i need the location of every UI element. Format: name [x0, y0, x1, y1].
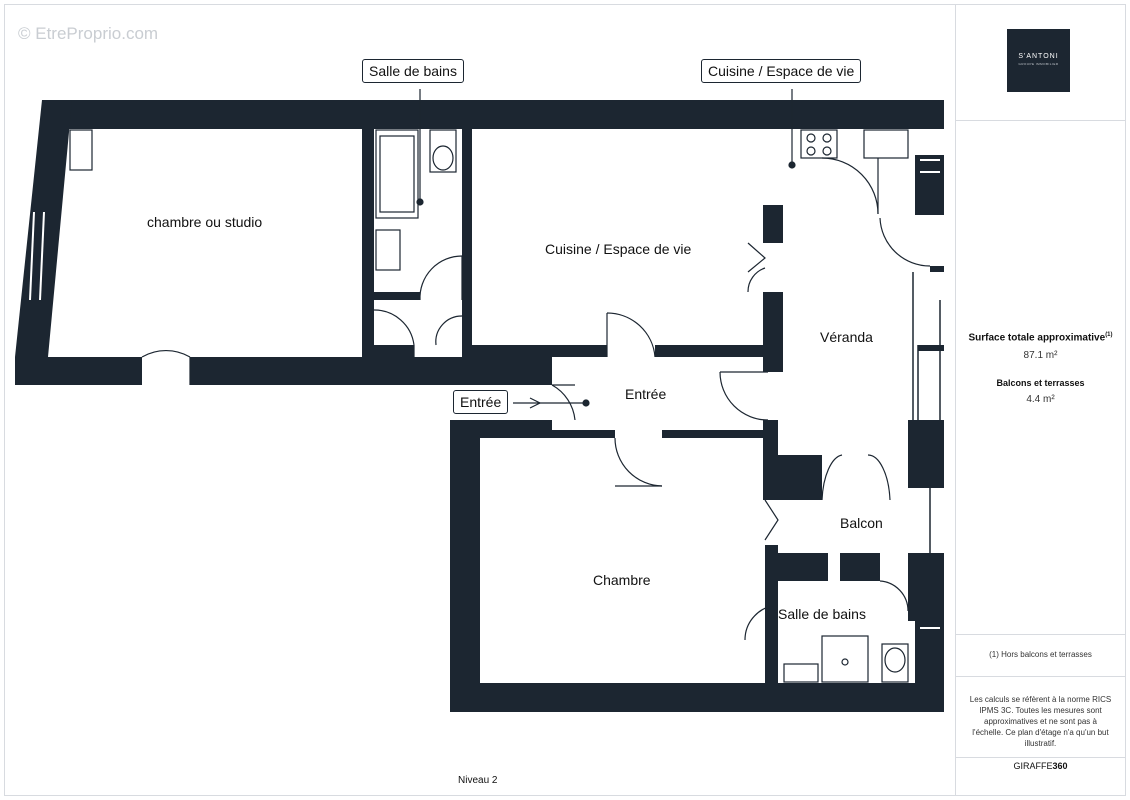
wall-kitchen-right-a — [763, 205, 783, 243]
wall-studio-bath — [362, 129, 374, 357]
surface-note-mark: (1) — [1105, 332, 1113, 338]
veranda-glazing — [912, 272, 941, 553]
room-label-studio: chambre ou studio — [147, 214, 263, 230]
footnote: (1) Hors balcons et terrasses — [989, 650, 1092, 659]
sidebar-separator-disclaimer — [955, 757, 1126, 758]
wall-chambre-top — [480, 430, 615, 438]
wall-bottom-left — [15, 357, 142, 385]
toilet-2 — [881, 643, 909, 683]
callout-salle-de-bains: Salle de bains — [362, 59, 464, 83]
callout-cuisine: Cuisine / Espace de vie — [701, 59, 862, 83]
sidebar-separator-footnote — [955, 676, 1126, 677]
wall-sdb-top-b — [840, 553, 880, 581]
wall-balcon-left — [778, 455, 822, 500]
wall-kitchen-right-b — [763, 292, 783, 372]
wall-entree-bottom — [662, 430, 777, 438]
wall-sdb-right — [915, 581, 944, 683]
logo-tagline: GROUPE IMMOBILIER — [1018, 62, 1059, 66]
room-label-veranda: Véranda — [820, 329, 873, 345]
wall-sdb-top-a — [778, 553, 828, 581]
room-label-balcon: Balcon — [840, 515, 883, 531]
cooktop — [800, 129, 838, 159]
shower — [821, 635, 869, 683]
balcony-label: Balcons et terrasses — [996, 378, 1085, 388]
watermark: © EtreProprio.com — [18, 24, 159, 43]
company-logo: S'ANTONI GROUPE IMMOBILIER — [1007, 29, 1070, 92]
wall-right-stub — [930, 266, 944, 272]
wall-top — [42, 100, 944, 129]
wall-bottom-mid — [190, 357, 552, 385]
sidebar-separator-logo — [955, 120, 1126, 121]
fixtures — [69, 129, 909, 683]
walls — [15, 100, 944, 712]
floor-plan — [15, 89, 944, 712]
sink-2 — [783, 663, 819, 683]
wall-bath-inner — [374, 292, 420, 300]
room-label-sdb2: Salle de bains — [778, 606, 866, 622]
room-label-cuisine: Cuisine / Espace de vie — [545, 241, 692, 257]
kitchen-sink — [863, 129, 909, 159]
wall-kitchen-bottom-b — [655, 345, 765, 357]
callout-leaders — [416, 89, 796, 409]
wall-right-window — [918, 345, 944, 351]
wall-chambre-left — [450, 420, 480, 712]
wall-right-top — [915, 155, 944, 215]
room-label-chambre: Chambre — [593, 572, 651, 588]
desk-fixture — [69, 129, 93, 171]
surface-label: Surface totale approximative(1) — [968, 332, 1113, 344]
surface-value: 87.1 m² — [1023, 350, 1058, 361]
logo-name: S'ANTONI — [1018, 53, 1059, 60]
doors — [141, 157, 931, 641]
wall-bath-bottom — [374, 345, 414, 357]
plan-frame — [4, 4, 1126, 796]
sidebar-separator-summary — [955, 634, 1126, 635]
wall-bath-kitchen — [462, 129, 472, 357]
wall-chambre-right-a — [763, 420, 778, 500]
sink-1 — [375, 229, 401, 271]
level-label: Niveau 2 — [458, 775, 498, 786]
room-label-entree: Entrée — [625, 386, 667, 402]
wall-chambre-right-b — [765, 545, 778, 683]
wall-bottom — [450, 683, 944, 712]
sidebar-divider — [955, 4, 956, 796]
balcony-value: 4.4 m² — [1026, 394, 1055, 405]
wall-right-mid — [908, 420, 944, 488]
windows — [29, 159, 940, 629]
brand-giraffe360: GIRAFFE360 — [1013, 761, 1068, 771]
toilet-1 — [429, 129, 457, 173]
wall-kitchen-bottom-a — [472, 345, 607, 357]
disclaimer: Les calculs se réfèrent à la norme RICS … — [969, 695, 1112, 748]
bathtub — [375, 129, 419, 219]
callout-entree: Entrée — [453, 390, 509, 414]
